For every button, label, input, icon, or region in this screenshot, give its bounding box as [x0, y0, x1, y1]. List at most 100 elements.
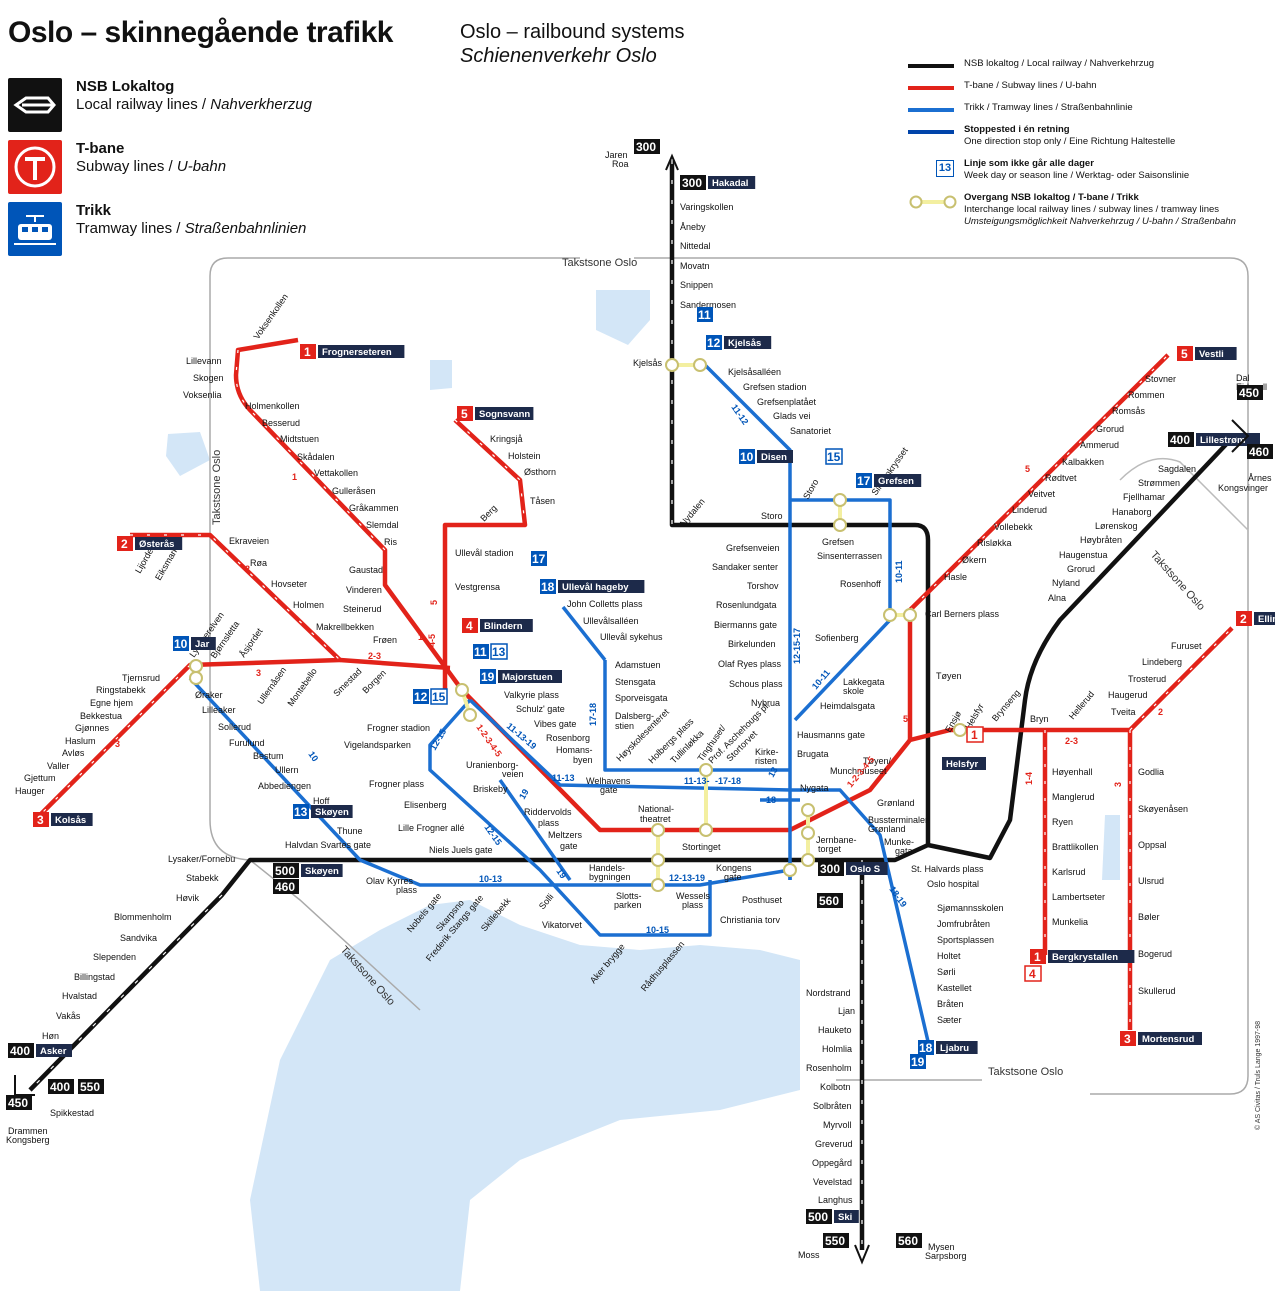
- station-label: Årnes: [1248, 473, 1272, 483]
- station-label: Karlsrud: [1052, 867, 1086, 877]
- station-label: Furuset: [1171, 641, 1202, 651]
- line-label: 5: [1025, 464, 1030, 474]
- station-label: Trosterud: [1128, 674, 1166, 684]
- station-label: Kringsjå: [490, 434, 523, 444]
- station-label: Lysaker/Fornebu: [168, 854, 235, 864]
- station-label: Hauger: [15, 786, 45, 796]
- station-label: Glads vei: [773, 411, 811, 421]
- station-label: Tveita: [1111, 707, 1136, 717]
- station-label: Carl Berners plass: [925, 609, 1000, 619]
- station-label: gate: [600, 785, 618, 795]
- station-label: Bestum: [253, 751, 284, 761]
- station-label: Heimdalsgata: [820, 701, 875, 711]
- tbane-dashes: [39, 349, 1233, 1030]
- station-label: Vigelandsparken: [344, 740, 411, 750]
- nsb-terminal-label: Skøyen: [305, 866, 339, 877]
- station-label: Meltzers: [548, 830, 583, 840]
- station-label: Smestad: [331, 666, 363, 698]
- train-icon: [8, 78, 62, 132]
- station-label: Egne hjem: [90, 698, 133, 708]
- nsb-route-badge: 560: [896, 1233, 922, 1248]
- station-label: Makrellbekken: [316, 622, 374, 632]
- station-label: Ulsrud: [1138, 876, 1164, 886]
- station-label: John Colletts plass: [567, 599, 643, 609]
- line-label: 18: [766, 795, 776, 805]
- nsb-route-badge: 550: [78, 1079, 104, 1094]
- station-label: Kongsvinger: [1218, 483, 1268, 493]
- line-label: 19: [517, 787, 531, 801]
- station-label: Gjettum: [24, 773, 56, 783]
- station-label: Frogner plass: [369, 779, 425, 789]
- station-label: Movatn: [680, 261, 710, 271]
- trikk-line-17-18-ullevaal: [603, 660, 790, 772]
- station-label: Munkelia: [1052, 917, 1088, 927]
- arrow-south-icon: [854, 1244, 870, 1265]
- nsb-route-number: 300: [820, 862, 840, 876]
- station-label: Hauketo: [818, 1025, 852, 1035]
- station-label: Berg: [478, 503, 499, 524]
- station-label: Adamstuen: [615, 660, 661, 670]
- station-label: Jomfrubråten: [937, 919, 990, 929]
- nsb-route-number: 500: [808, 1210, 828, 1224]
- station-label: plass: [538, 818, 560, 828]
- terminal-number: 5: [461, 407, 468, 421]
- terminal-label: Disen: [761, 452, 787, 463]
- terminal-number: 1: [304, 345, 311, 359]
- station-label: Stensgata: [615, 677, 656, 687]
- line-label: 10-11: [810, 668, 832, 692]
- svg-text:1: 1: [971, 728, 978, 742]
- station-label: Ringstabekk: [96, 685, 146, 695]
- station-label: Posthuset: [742, 895, 783, 905]
- station-label: Bøler: [1138, 912, 1160, 922]
- nsb-terminal-label: Oslo S: [850, 864, 880, 875]
- tbane-line-west-trunk: [339, 657, 451, 671]
- svg-text:460: 460: [1249, 445, 1269, 459]
- line-label: 11-13: [552, 773, 575, 783]
- type-trikk: Trikk Tramway lines / Straßenbahnlinien: [8, 202, 428, 258]
- station-label: byen: [573, 755, 593, 765]
- line-label: 12-15-17: [792, 628, 802, 664]
- helsfyr-badge: [942, 757, 986, 770]
- station-label: Frøen: [373, 635, 397, 645]
- station-label: Myrvoll: [823, 1120, 852, 1130]
- nsb-route-badge: 400: [48, 1079, 74, 1094]
- station-label: Slependen: [93, 952, 136, 962]
- station-label: Kastellet: [937, 983, 972, 993]
- line-label: 5: [903, 714, 908, 724]
- nsb-route-badge: 450: [6, 1095, 32, 1110]
- station-label: Lambertseter: [1052, 892, 1105, 902]
- terminal-label: Vestli: [1199, 349, 1224, 360]
- station-label: Solli: [537, 892, 556, 911]
- oslofjord: [250, 900, 800, 1291]
- station-label: Slotts-: [616, 891, 642, 901]
- station-label: Sørli: [937, 967, 956, 977]
- subtitle-german: Schienenverkehr Oslo: [460, 45, 657, 67]
- station-label: Sagdalen: [1158, 464, 1196, 474]
- line-label: 2: [1158, 707, 1163, 717]
- station-label: Vevelstad: [813, 1177, 852, 1187]
- station-label: Montebello: [285, 666, 318, 708]
- station-label: Ullevål stadion: [455, 548, 514, 558]
- line-label: 19: [554, 866, 568, 880]
- station-label: Moss: [798, 1250, 820, 1260]
- station-label: Spikkestad: [50, 1108, 94, 1118]
- station-label: Torshov: [747, 581, 779, 591]
- station-label: Kalbakken: [1062, 457, 1104, 467]
- station-label: Midtstuen: [280, 434, 319, 444]
- terminal-label: Ellingsrudåsen: [1258, 614, 1275, 625]
- helsfyr-label: Helsfyr: [946, 759, 979, 770]
- t-logo-icon: [8, 140, 62, 194]
- station-label: Homans-: [556, 745, 593, 755]
- station-label: Fjellhamar: [1123, 492, 1165, 502]
- trikk-line-18-branch: [561, 605, 607, 662]
- station-label: Sanatoriet: [790, 426, 832, 436]
- station-label: Manglerud: [1052, 792, 1095, 802]
